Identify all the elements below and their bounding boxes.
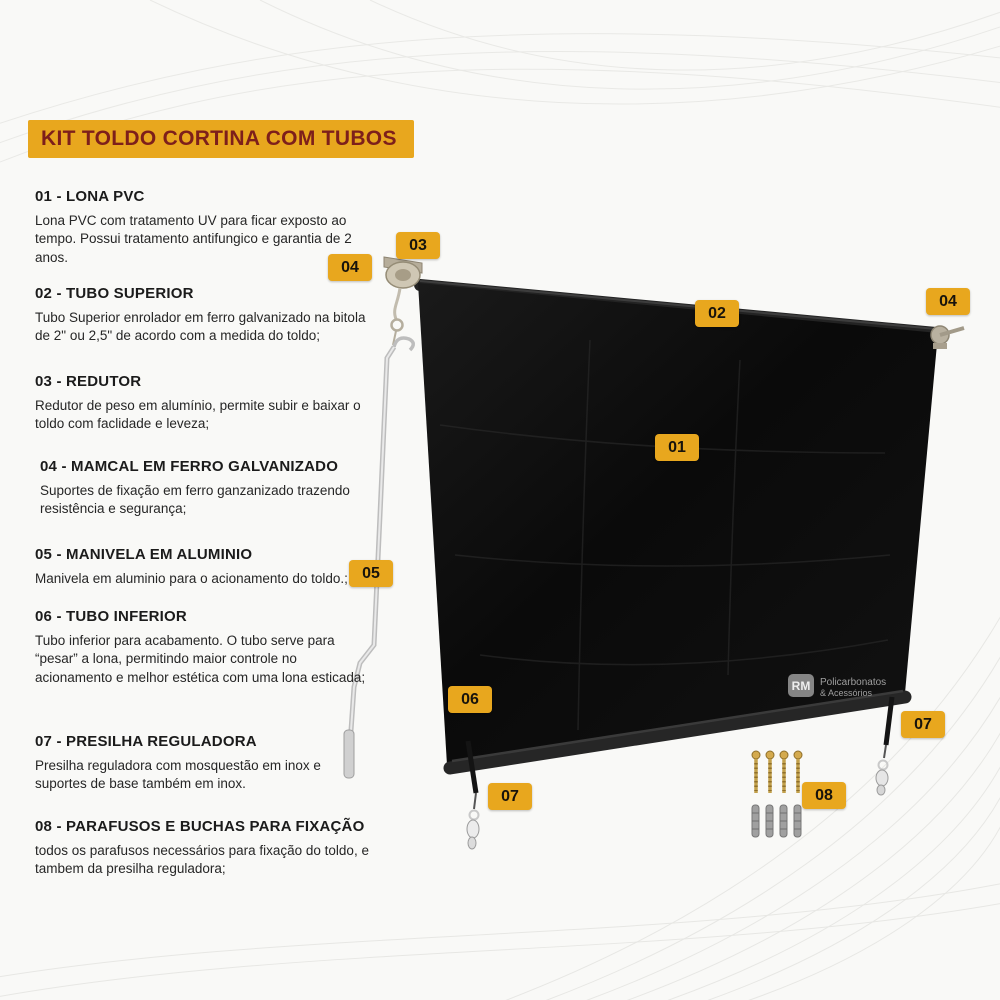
part-badge-08: 08 bbox=[802, 782, 846, 809]
pvc-tarp bbox=[418, 283, 938, 765]
page-title: KIT TOLDO CORTINA COM TUBOS bbox=[28, 120, 414, 158]
part-description-03: Redutor de peso em alumínio, permite sub… bbox=[35, 398, 361, 432]
regulator-clip-right bbox=[875, 696, 895, 796]
part-section-05: 05 - MANIVELA EM ALUMINIO Manivela em al… bbox=[35, 546, 371, 588]
part-badge-02: 02 bbox=[695, 300, 739, 327]
mounting-bracket-right bbox=[930, 325, 965, 349]
part-description-08: todos os parafusos necessários para fixa… bbox=[35, 843, 369, 877]
product-diagram: RM Policarbonatos & Acessórios bbox=[340, 225, 1000, 865]
part-description-05: Manivela em aluminio para o acionamento … bbox=[35, 571, 348, 586]
part-badge-05: 05 bbox=[349, 560, 393, 587]
part-heading-02: 02 - TUBO SUPERIOR bbox=[35, 285, 194, 302]
watermark-initials: RM bbox=[792, 679, 811, 693]
part-badge-03: 03 bbox=[396, 232, 440, 259]
part-heading-07: 07 - PRESILHA REGULADORA bbox=[35, 733, 257, 750]
watermark-name: Policarbonatos bbox=[820, 677, 886, 688]
part-description-01: Lona PVC com tratamento UV para ficar ex… bbox=[35, 213, 352, 265]
part-section-07: 07 - PRESILHA REGULADORA Presilha regula… bbox=[35, 733, 371, 794]
brand-watermark: RM Policarbonatos & Acessórios bbox=[788, 674, 886, 698]
part-heading-03: 03 - REDUTOR bbox=[35, 373, 142, 390]
part-heading-06: 06 - TUBO INFERIOR bbox=[35, 608, 187, 625]
part-heading-04: 04 - MAMCAL EM FERRO GALVANIZADO bbox=[40, 458, 339, 475]
part-section-06: 06 - TUBO INFERIOR Tubo inferior para ac… bbox=[35, 608, 371, 687]
part-badge-04-left: 04 bbox=[328, 254, 372, 281]
crank-handle bbox=[343, 336, 415, 779]
watermark-suffix: & Acessórios bbox=[820, 688, 873, 698]
part-section-01: 01 - LONA PVC Lona PVC com tratamento UV… bbox=[35, 188, 371, 267]
awning-kit-illustration: RM Policarbonatos & Acessórios bbox=[343, 256, 965, 850]
part-description-02: Tubo Superior enrolador em ferro galvani… bbox=[35, 310, 366, 344]
screws-and-anchors bbox=[751, 750, 803, 838]
part-badge-07-left: 07 bbox=[488, 783, 532, 810]
part-heading-01: 01 - LONA PVC bbox=[35, 188, 145, 205]
part-section-03: 03 - REDUTOR Redutor de peso em alumínio… bbox=[35, 373, 371, 434]
bottom-tube bbox=[443, 689, 912, 775]
part-badge-04-right: 04 bbox=[926, 288, 970, 315]
part-section-04: 04 - MAMCAL EM FERRO GALVANIZADO Suporte… bbox=[35, 458, 371, 519]
part-description-06: Tubo inferior para acabamento. O tubo se… bbox=[35, 633, 366, 685]
part-section-02: 02 - TUBO SUPERIOR Tubo Superior enrolad… bbox=[35, 285, 371, 346]
part-badge-01: 01 bbox=[655, 434, 699, 461]
roller-end-cap-and-reducer bbox=[383, 256, 423, 346]
part-badge-07-right: 07 bbox=[901, 711, 945, 738]
part-description-07: Presilha reguladora com mosquestão em in… bbox=[35, 758, 321, 792]
part-heading-08: 08 - PARAFUSOS E BUCHAS PARA FIXAÇÃO bbox=[35, 818, 365, 835]
regulator-clip-left bbox=[465, 740, 480, 850]
part-description-04: Suportes de fixação em ferro ganzanizado… bbox=[40, 483, 350, 517]
part-badge-06: 06 bbox=[448, 686, 492, 713]
part-heading-05: 05 - MANIVELA EM ALUMINIO bbox=[35, 546, 253, 563]
part-section-08: 08 - PARAFUSOS E BUCHAS PARA FIXAÇÃO tod… bbox=[35, 818, 371, 879]
